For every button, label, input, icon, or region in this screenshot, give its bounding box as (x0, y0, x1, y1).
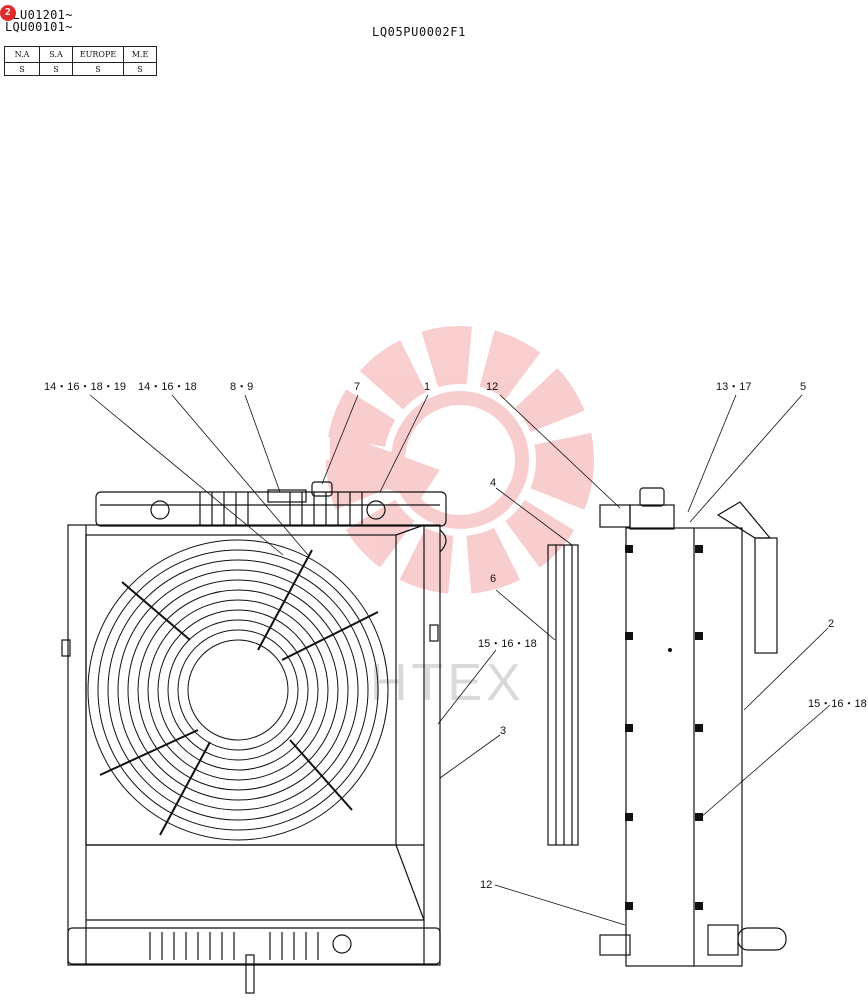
lower-outlet (707, 924, 739, 956)
callout-14-16-18-19: 14・16・18・19 (44, 381, 126, 393)
lower-hose (737, 927, 787, 951)
fan-shroud (85, 534, 397, 846)
region-value-sa: S (39, 62, 73, 76)
callout-15-16-18-left: 15・16・18 (478, 638, 537, 650)
radiator-cap-side (639, 487, 665, 507)
callout-6: 6 (490, 573, 496, 585)
callout-1: 1 (424, 381, 430, 393)
callout-4: 4 (490, 477, 496, 489)
front-view-radiator (61, 481, 447, 994)
filler-neck (267, 489, 307, 503)
serial-range-1: 2 LLU01201~ (0, 5, 73, 22)
leader-lines (89, 394, 831, 926)
callout-12-bottom: 12 (480, 879, 492, 891)
drawing-code: LQ05PU0002F1 (372, 25, 466, 39)
watermark-gear-hub (391, 391, 529, 529)
page-badge: 2 (0, 5, 16, 21)
side-view-radiator (547, 487, 787, 967)
serial-range-2: LQU00101~ (5, 20, 73, 34)
region-value-me: S (123, 62, 157, 76)
callout-8-9: 8・9 (230, 381, 253, 393)
radiator-cap (311, 481, 333, 497)
upper-tank (95, 491, 447, 527)
callout-7: 7 (354, 381, 360, 393)
region-value-europe: S (72, 62, 124, 76)
callout-14-16-18: 14・16・18 (138, 381, 197, 393)
watermark-text: HTEX (370, 654, 525, 712)
callout-13-17: 13・17 (716, 381, 751, 393)
region-value-na: S (4, 62, 40, 76)
watermark-gear-logo (326, 326, 594, 594)
region-applicability-table: N.A S.A EUROPE M.E S S S S (4, 46, 157, 76)
callout-5: 5 (800, 381, 806, 393)
callout-labels: 14・16・18・19 14・16・18 8・9 7 1 12 13・17 5 … (44, 381, 867, 891)
filler-neck-side (629, 504, 675, 530)
upper-hose (754, 537, 778, 654)
radiator-core-side (625, 527, 743, 967)
fan-guard-spokes (99, 549, 379, 836)
watermark-arrow (330, 430, 440, 500)
drain-pipe (245, 954, 255, 994)
mounting-bolts (625, 545, 703, 910)
callout-3: 3 (500, 725, 506, 737)
serial-range-1-text: LLU01201~ (5, 8, 73, 22)
oil-cooler (547, 544, 579, 846)
callout-12-top: 12 (486, 381, 498, 393)
callout-15-16-18-right: 15・16・18 (808, 698, 867, 710)
fan-guard-rings (87, 539, 389, 841)
callout-2: 2 (828, 618, 834, 630)
